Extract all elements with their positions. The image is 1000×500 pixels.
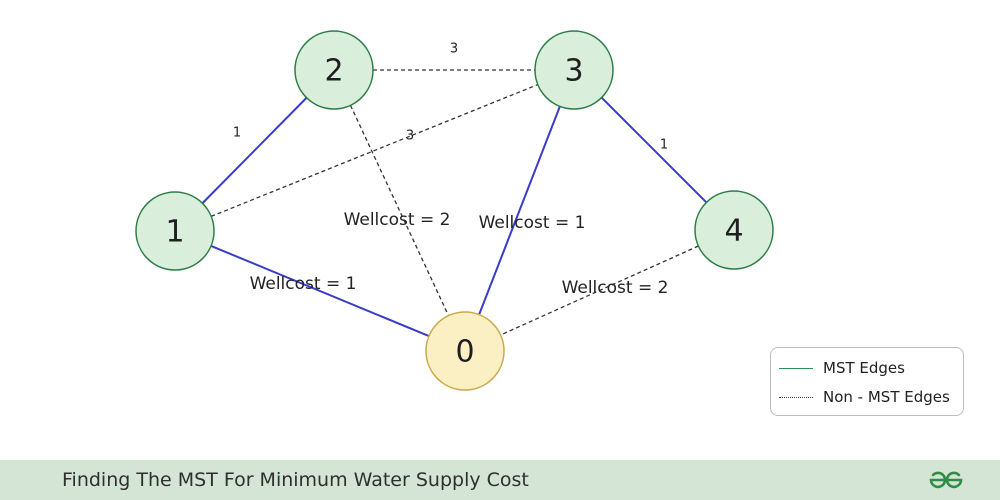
- edge-weight-label: Wellcost = 1: [250, 274, 357, 294]
- node-circle: [534, 30, 614, 110]
- node-label: 4: [724, 214, 743, 249]
- mst-edge: [210, 244, 430, 338]
- edges-layer: [201, 69, 708, 338]
- edge-weight-label: 1: [233, 126, 241, 141]
- mst-edge: [478, 105, 561, 316]
- node-circle: [694, 190, 774, 270]
- legend: MST Edges Non - MST Edges: [770, 347, 964, 416]
- dotted-line-swatch: [779, 396, 813, 398]
- footer-bar: Finding The MST For Minimum Water Supply…: [0, 460, 1000, 500]
- solid-line-swatch: [779, 367, 813, 369]
- legend-non-mst-label: Non - MST Edges: [823, 388, 950, 406]
- node-circle: [135, 191, 215, 271]
- node-label: 1: [165, 215, 184, 250]
- legend-mst-label: MST Edges: [823, 359, 905, 377]
- water-source-node: 0: [425, 311, 505, 391]
- edge-weight-label: 3: [406, 129, 414, 144]
- edge-weight-label: 1: [660, 138, 668, 153]
- footer-title: Finding The MST For Minimum Water Supply…: [62, 469, 529, 491]
- node-label: 0: [455, 335, 474, 370]
- edge-weight-label: Wellcost = 1: [479, 213, 586, 233]
- edge-weight-label: Wellcost = 2: [562, 278, 669, 298]
- node-label: 3: [564, 54, 583, 89]
- non-mst-edge: [500, 245, 699, 336]
- house-node: 4: [694, 190, 774, 270]
- legend-item-mst: MST Edges: [779, 358, 905, 378]
- nodes-layer: 0 1 2 3 4: [135, 30, 774, 391]
- mst-edge: [201, 97, 308, 204]
- edge-weight-label: 3: [450, 42, 458, 57]
- house-node: 3: [534, 30, 614, 110]
- edge-weight-label: Wellcost = 2: [344, 210, 451, 230]
- node-circle: [294, 30, 374, 110]
- geeksforgeeks-logo-icon: [929, 471, 963, 489]
- non-mst-edge: [210, 83, 539, 218]
- node-label: 2: [324, 54, 343, 89]
- node-circle: [425, 311, 505, 391]
- house-node: 2: [294, 30, 374, 110]
- legend-item-non-mst: Non - MST Edges: [779, 387, 950, 407]
- house-node: 1: [135, 191, 215, 271]
- mst-edge: [600, 96, 708, 204]
- non-mst-edge: [349, 105, 450, 316]
